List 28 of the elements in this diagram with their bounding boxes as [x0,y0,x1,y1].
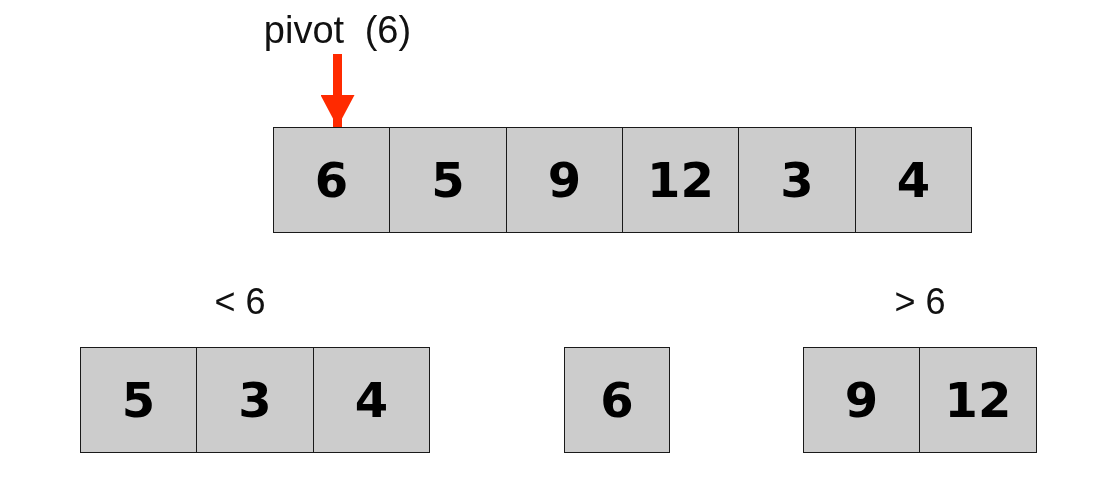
array-cell [855,127,972,233]
cell-value: 12 [647,156,714,204]
cell-value: 9 [844,376,879,424]
pivot-arrow [320,54,355,127]
array-cell [196,347,314,453]
array-cell [506,127,623,233]
cell-value: 6 [314,156,349,204]
array-cell [80,347,197,453]
partition-label: > 6 [894,284,946,320]
array-cell [803,347,920,453]
array-cell [313,347,430,453]
array-cell [622,127,739,233]
cell-value: 9 [547,156,582,204]
cell-value: 3 [238,376,272,424]
array-cell [738,127,856,233]
cell-value: 4 [896,156,931,204]
cell-value: 6 [600,376,634,424]
cell-value: 5 [121,376,156,424]
cell-value: 4 [354,376,389,424]
cell-value: 12 [944,376,1012,424]
array-cell [273,127,390,233]
partition-label: < 6 [214,284,266,320]
pivot-label: pivot (6) [250,6,425,54]
cell-value: 3 [780,156,814,204]
array-cell [389,127,507,233]
array-cell [919,347,1037,453]
array-cell [564,347,670,453]
cell-value: 5 [431,156,465,204]
